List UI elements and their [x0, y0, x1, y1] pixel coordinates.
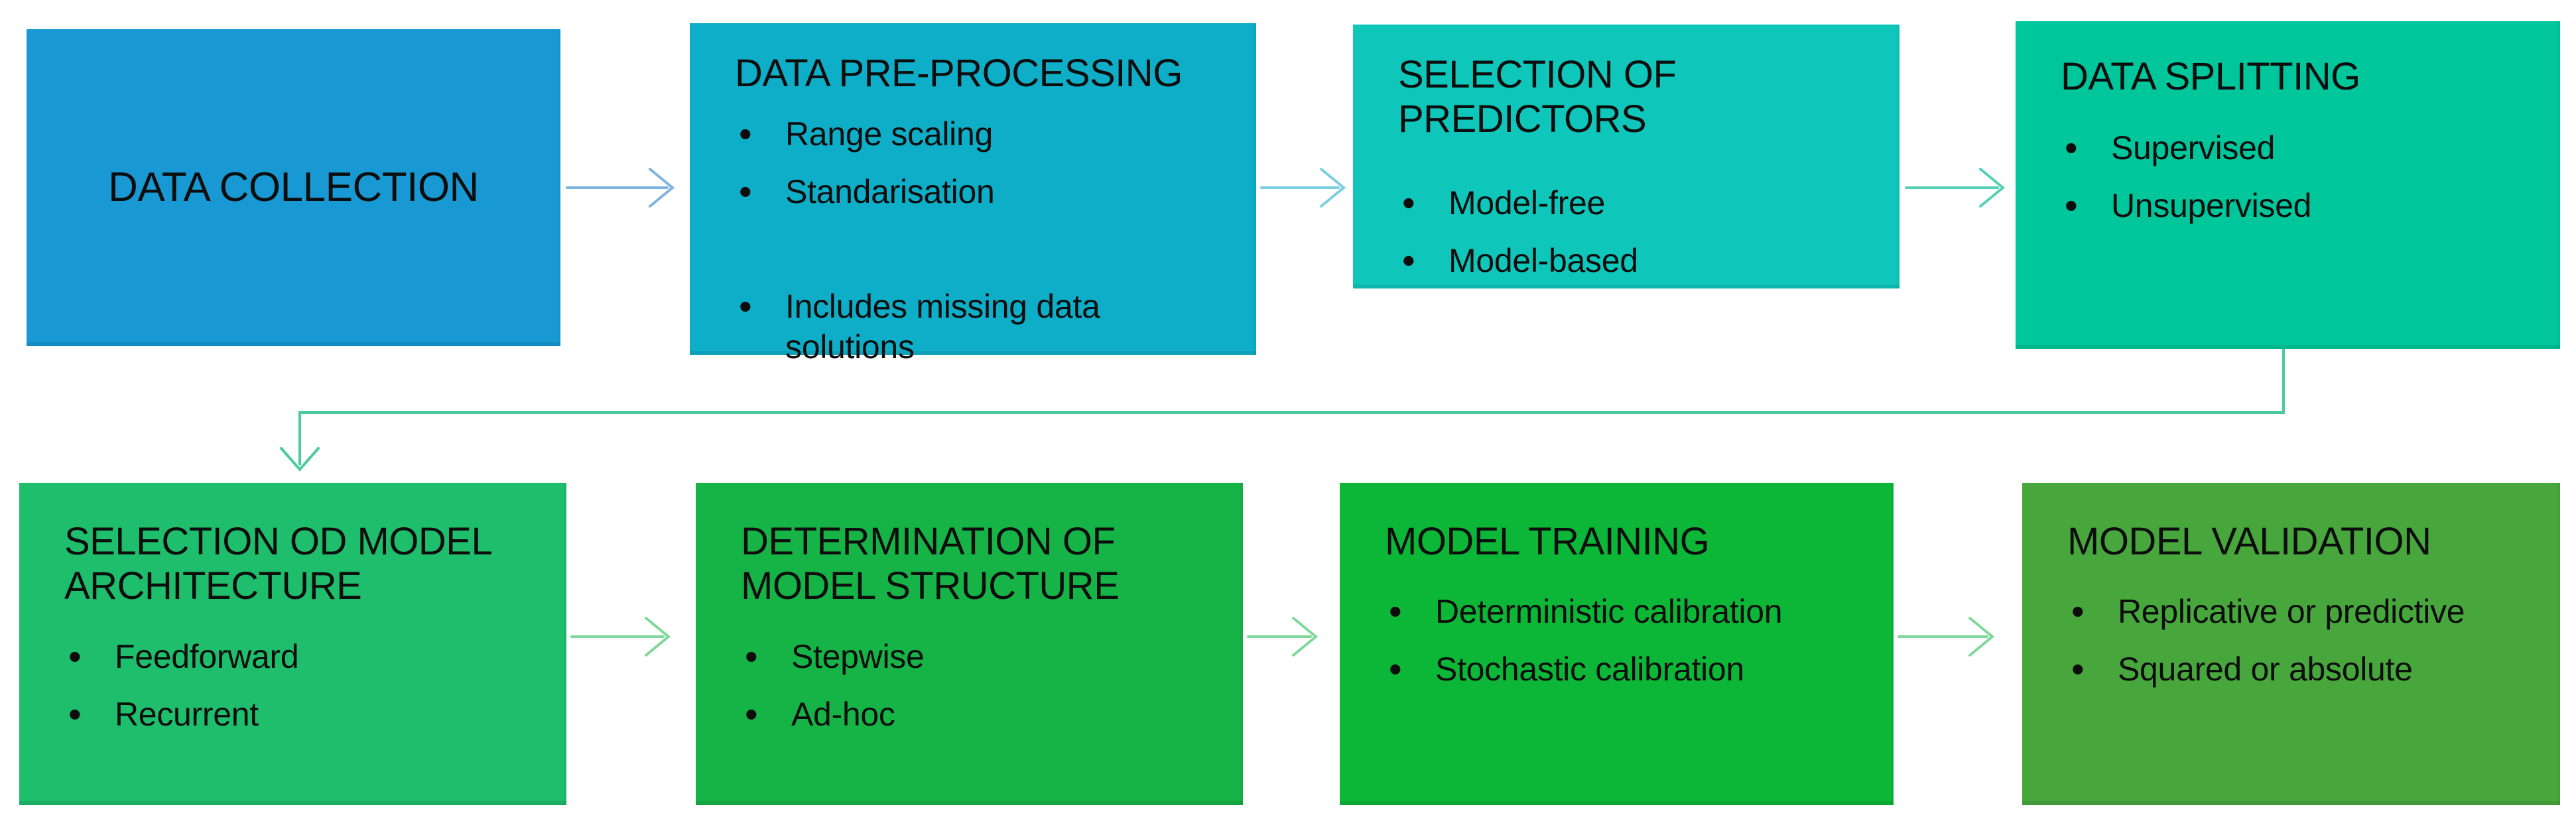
arrow-preprocessing-to-predictors [1260, 168, 1346, 208]
bullet-item: Unsupervised [2061, 183, 2534, 228]
flow-box-selection-of-predictors: SELECTION OF PREDICTORS Model-freeModel-… [1353, 25, 1900, 288]
bullet-item: Deterministic calibration [1385, 589, 1867, 634]
bullet-list: StepwiseAd-hoc [741, 634, 1216, 737]
box-title: DATA SPLITTING [2061, 55, 2360, 98]
arrow-architecture-to-structure [570, 617, 671, 657]
arrow-structure-to-training [1247, 617, 1319, 657]
bullet-list: Model-freeModel-based [1398, 180, 1873, 283]
flow-box-model-validation: MODEL VALIDATION Replicative or predicti… [2022, 483, 2560, 805]
connector-line [298, 348, 2285, 466]
bullet-list: FeedforwardRecurrent [64, 634, 540, 737]
flow-box-model-training: MODEL TRAINING Deterministic calibration… [1340, 483, 1894, 805]
bullet-list: Replicative or predictiveSquared or abso… [2067, 589, 2534, 692]
box-title: DETERMINATION OF MODEL STRUCTURE [741, 520, 1120, 608]
bullet-item: Stochastic calibration [1385, 647, 1867, 692]
bullet-item: Feedforward [64, 634, 540, 679]
arrow-head-icon [1968, 617, 1995, 657]
bullet-list: SupervisedUnsupervised [2061, 125, 2534, 228]
bullet-item: Supervised [2061, 125, 2534, 170]
box-title: MODEL TRAINING [1385, 520, 1710, 563]
elbow-connector-splitting-to-architecture [280, 348, 2285, 472]
flow-box-determination-of-model-structure: DETERMINATION OF MODEL STRUCTURE Stepwis… [696, 483, 1243, 805]
flow-box-data-pre-processing: DATA PRE-PROCESSING Range scalingStandar… [690, 23, 1256, 365]
box-title: MODEL VALIDATION [2067, 520, 2431, 563]
box-title: DATA PRE-PROCESSING [735, 52, 1183, 95]
arrow-head-icon [645, 617, 671, 657]
arrow-head-icon [280, 447, 320, 472]
bullet-item: Squared or absolute [2067, 647, 2534, 692]
box-title: SELECTION OF PREDICTORS [1398, 53, 1677, 141]
flow-box-data-collection: DATA COLLECTION [27, 29, 560, 346]
bullet-item: Stepwise [741, 634, 1216, 679]
arrow-training-to-validation [1898, 617, 1995, 657]
arrow-head-icon [1320, 168, 1346, 208]
bullet-item: Model-free [1398, 180, 1873, 225]
arrow-head-icon [649, 168, 675, 208]
flow-box-selection-od-model-architecture: SELECTION OD MODEL ARCHITECTURE Feedforw… [19, 483, 566, 805]
arrow-predictors-to-splitting [1905, 168, 2006, 208]
box-title: SELECTION OD MODEL ARCHITECTURE [64, 520, 491, 608]
bullet-item: Model-based [1398, 238, 1873, 283]
arrow-collection-to-preprocessing [566, 168, 675, 208]
arrow-head-icon [1292, 617, 1319, 657]
box-title: DATA COLLECTION [108, 164, 479, 211]
bullet-list: Deterministic calibrationStochastic cali… [1385, 589, 1867, 692]
arrow-head-icon [1979, 168, 2006, 208]
bullet-item: Includes missing data solutions [735, 284, 1230, 367]
bullet-item: Range scaling [735, 111, 1230, 157]
bullet-item: Recurrent [64, 692, 540, 737]
bullet-item: Replicative or predictive [2067, 589, 2534, 634]
bullet-item: Standarisation [735, 169, 1230, 214]
bullet-item: Ad-hoc [741, 692, 1216, 737]
flow-box-data-splitting: DATA SPLITTING SupervisedUnsupervised [2016, 21, 2560, 349]
bullet-list: Range scalingStandarisationIncludes miss… [735, 111, 1230, 367]
